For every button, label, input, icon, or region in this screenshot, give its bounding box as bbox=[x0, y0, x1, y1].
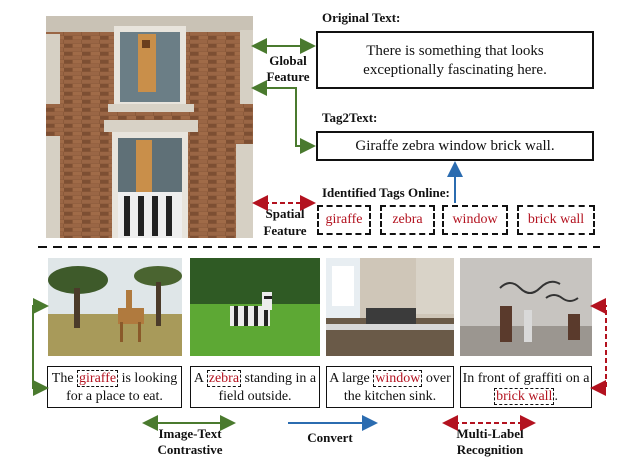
graffiti-scene bbox=[460, 258, 592, 356]
tag2text-caption: Giraffe zebra window brick wall. bbox=[355, 138, 555, 154]
caption-text: is looking for a place to eat. bbox=[66, 371, 178, 404]
tag2text-arrow bbox=[251, 80, 316, 154]
caption-brick-wall: In front of graffiti on a brick wall. bbox=[460, 366, 592, 408]
building-illustration bbox=[46, 16, 253, 238]
kitchen-photo bbox=[326, 258, 454, 356]
tag-highlight: brick wall bbox=[494, 388, 555, 405]
caption-text: The bbox=[51, 371, 78, 386]
caption-text: over the kitchen sink. bbox=[343, 371, 451, 404]
zebra-photo bbox=[190, 258, 320, 356]
giraffe-scene bbox=[48, 258, 182, 356]
tag-highlight: giraffe bbox=[77, 370, 119, 387]
left-itc-arrow bbox=[32, 298, 49, 396]
tag-giraffe: giraffe bbox=[317, 205, 371, 235]
tag-highlight: window bbox=[373, 370, 423, 387]
original-text-title: Original Text: bbox=[322, 10, 401, 25]
caption-window: A large window over the kitchen sink. bbox=[326, 366, 454, 408]
caption-text: A large bbox=[329, 371, 374, 386]
right-mlr-arrow bbox=[590, 298, 607, 396]
tag-highlight: zebra bbox=[206, 370, 242, 387]
caption-giraffe: The giraffe is looking for a place to ea… bbox=[47, 366, 182, 408]
legend-convert: Convert bbox=[307, 430, 353, 445]
giraffe-photo bbox=[48, 258, 182, 356]
caption-text: . bbox=[554, 389, 558, 404]
tag-zebra: zebra bbox=[380, 205, 435, 235]
brick-wall-photo bbox=[460, 258, 592, 356]
caption-text: standing in a field outside. bbox=[218, 371, 317, 404]
identified-tags-title: Identified Tags Online: bbox=[322, 185, 450, 200]
caption-text: A bbox=[193, 371, 207, 386]
tag2text-title: Tag2Text: bbox=[322, 110, 378, 125]
tag-window: window bbox=[442, 205, 508, 235]
caption-zebra: A zebra standing in a field outside. bbox=[190, 366, 320, 408]
caption-text: In front of graffiti on a bbox=[462, 371, 590, 386]
original-text-box: There is something that looks exceptiona… bbox=[316, 31, 594, 89]
zebra-scene bbox=[190, 258, 320, 356]
building-photo bbox=[46, 16, 253, 238]
original-text: There is something that looks exceptiona… bbox=[363, 43, 547, 78]
tag-brick-wall: brick wall bbox=[517, 205, 595, 235]
tag2text-box: Giraffe zebra window brick wall. bbox=[316, 131, 594, 161]
kitchen-scene bbox=[326, 258, 454, 356]
